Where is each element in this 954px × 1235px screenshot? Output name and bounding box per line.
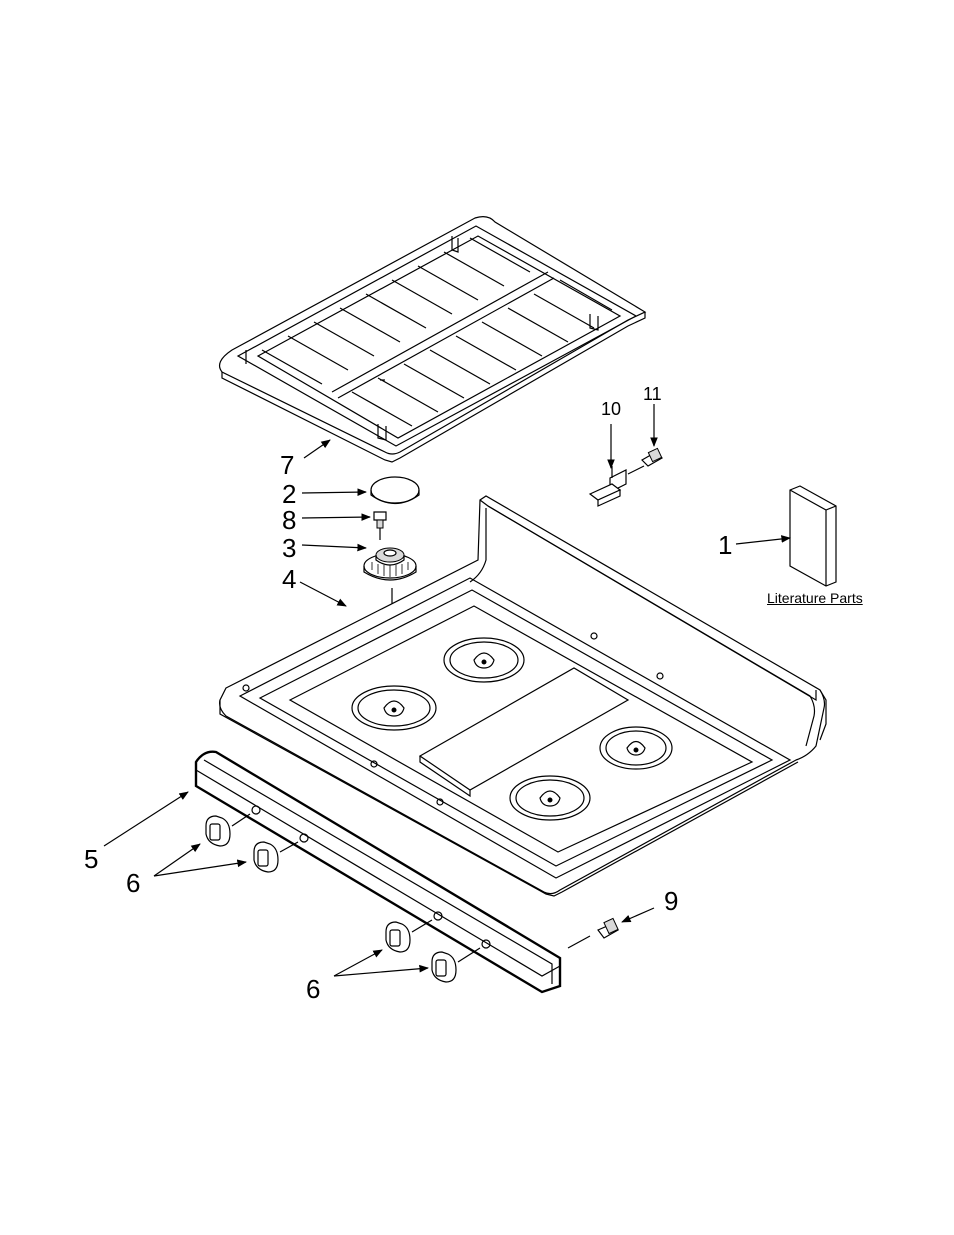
knob-1 [206,816,230,846]
burner-cap [371,477,419,504]
callout-2: 2 [282,481,296,507]
bracket [590,466,626,506]
knob-3 [386,922,410,952]
literature-book [790,486,836,586]
callout-11: 11 [643,385,662,403]
burner-base [364,548,416,580]
callout-5: 5 [84,846,98,872]
callout-6-right: 6 [306,976,320,1002]
literature-parts-label: Literature Parts [767,590,863,606]
burner-grate [220,217,645,462]
callout-10: 10 [601,400,621,418]
callout-1: 1 [718,532,732,558]
callout-3: 3 [282,535,296,561]
orifice-spud [374,512,386,540]
bracket-screw [628,448,662,474]
callout-7: 7 [280,452,294,478]
callout-4: 4 [282,566,296,592]
screw [568,918,618,948]
knob-2 [254,842,278,872]
callout-9: 9 [664,888,678,914]
callout-6-left: 6 [126,870,140,896]
callout-8: 8 [282,507,296,533]
knob-4 [432,952,456,982]
